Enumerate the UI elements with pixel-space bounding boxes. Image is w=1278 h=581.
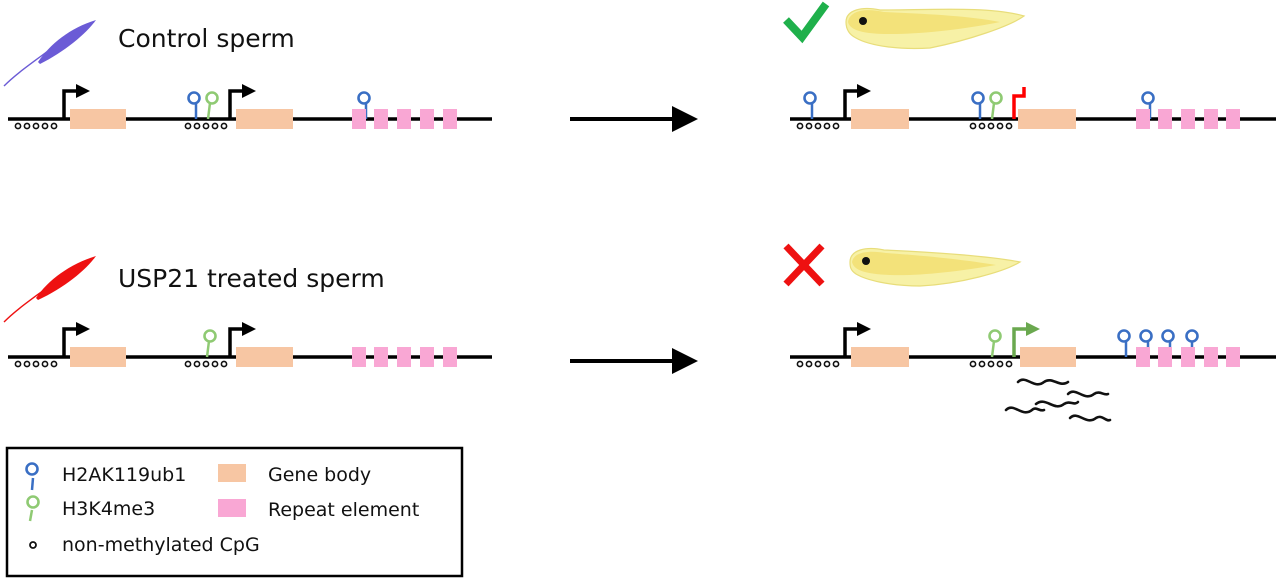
promoter-repressed-icon <box>1012 87 1026 119</box>
row-usp21: USP21 treated sperm <box>3 243 1276 422</box>
legend-h2ak119ub1-icon <box>25 462 39 491</box>
legend-h2ak119ub1: H2AK119ub1 <box>62 464 186 486</box>
sperm-control-icon <box>3 20 96 87</box>
arrow-usp21 <box>570 348 698 374</box>
embryo-control-icon <box>845 7 1026 50</box>
legend-repeat-icon <box>218 499 246 517</box>
transcripts-icon <box>1004 378 1112 422</box>
embryo-abnormal-icon <box>849 247 1022 287</box>
check-mark-icon <box>783 1 830 44</box>
legend-gene-body: Gene body <box>268 464 371 486</box>
row-label-usp21: USP21 treated sperm <box>118 264 385 293</box>
locus-usp21-embryo <box>790 322 1276 368</box>
promoter-derepressed-icon <box>1012 322 1040 357</box>
legend-h3k4me3: H3K4me3 <box>62 498 155 520</box>
locus-control-sperm <box>8 84 492 130</box>
sperm-treated-icon <box>3 256 96 323</box>
legend-cpg: non-methylated CpG <box>62 534 260 556</box>
legend-repeat: Repeat element <box>268 499 419 521</box>
legend: H2AK119ub1 H3K4me3 non-methylated CpG Ge… <box>5 446 464 578</box>
locus-usp21-sperm <box>8 322 492 368</box>
row-label-control: Control sperm <box>118 24 295 53</box>
locus-control-embryo <box>790 84 1276 130</box>
row-control: Control sperm <box>3 1 1276 132</box>
cross-mark-icon <box>783 243 825 287</box>
arrow-control <box>570 106 698 132</box>
legend-cpg-icon <box>29 541 37 549</box>
legend-gene-body-icon <box>218 464 246 482</box>
legend-h3k4me3-icon <box>26 495 40 522</box>
